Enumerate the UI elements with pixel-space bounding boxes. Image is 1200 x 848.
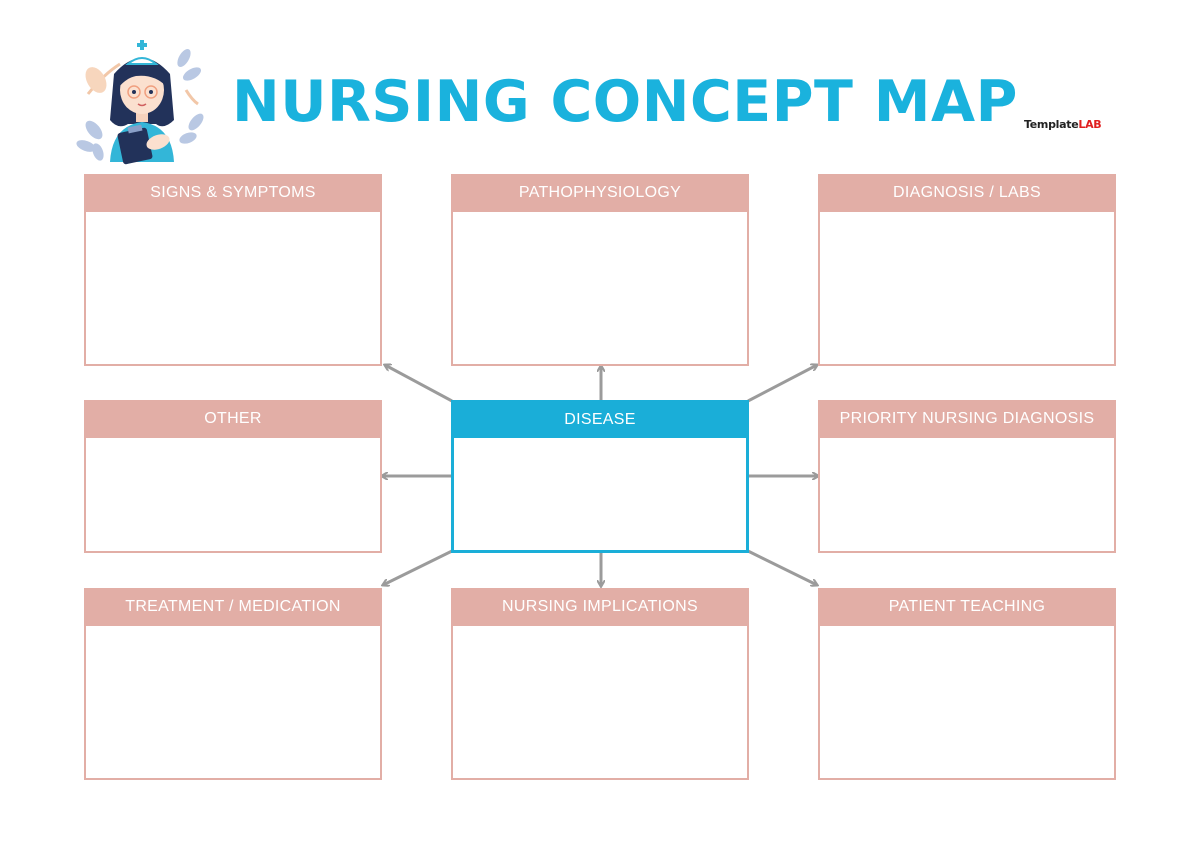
patient-teaching-header: PATIENT TEACHING (820, 590, 1114, 626)
signs-symptoms-header: SIGNS & SYMPTOMS (86, 176, 380, 212)
disease-header: DISEASE (454, 403, 746, 438)
other-box: OTHER (84, 400, 382, 553)
brand-logo: TemplateLAB (1024, 118, 1102, 131)
arrow-to-diagnosis-labs (747, 365, 817, 403)
priority-nursing-diagnosis-box: PRIORITY NURSING DIAGNOSIS (818, 400, 1116, 553)
pathophysiology-header: PATHOPHYSIOLOGY (453, 176, 747, 212)
treatment-medication-box: TREATMENT / MEDICATION (84, 588, 382, 780)
arrow-to-signs-symptoms (385, 365, 453, 403)
signs-symptoms-box: SIGNS & SYMPTOMS (84, 174, 382, 366)
brand-part-template: Template (1024, 118, 1079, 131)
nursing-implications-header: NURSING IMPLICATIONS (453, 590, 747, 626)
other-header: OTHER (86, 402, 380, 438)
patient-teaching-box: PATIENT TEACHING (818, 588, 1116, 780)
arrow-to-treatment-medication (383, 549, 453, 585)
pathophysiology-box: PATHOPHYSIOLOGY (451, 174, 749, 366)
diagnosis-labs-header: DIAGNOSIS / LABS (820, 176, 1114, 212)
diagnosis-labs-box: DIAGNOSIS / LABS (818, 174, 1116, 366)
brand-part-lab: LAB (1078, 118, 1102, 131)
nursing-implications-box: NURSING IMPLICATIONS (451, 588, 749, 780)
priority-nursing-diagnosis-header: PRIORITY NURSING DIAGNOSIS (820, 402, 1114, 438)
arrow-to-patient-teaching (747, 549, 817, 585)
nurse-illustration (76, 40, 204, 165)
page-title: NURSING CONCEPT MAP (232, 69, 1018, 135)
treatment-medication-header: TREATMENT / MEDICATION (86, 590, 380, 626)
disease-box: DISEASE (451, 400, 749, 553)
